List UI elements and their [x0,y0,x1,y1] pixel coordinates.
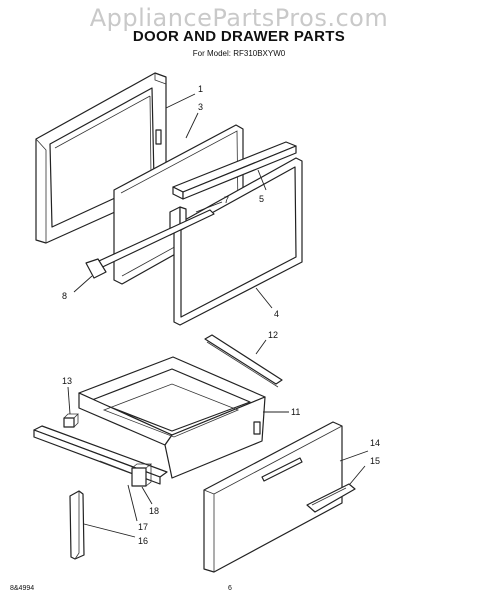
callout-11: 11 [291,407,300,417]
diagram-code: 8&4994 [10,585,35,592]
callout-13: 13 [62,376,72,386]
leader-lines [67,93,369,538]
callout-5: 5 [259,194,264,204]
page-title: DOOR AND DRAWER PARTS [132,28,346,45]
callout-3: 3 [198,102,203,112]
drawer-side-slide [33,425,168,485]
end-cap [69,490,85,560]
page-number: 6 [228,585,232,592]
drawer-roller [63,413,79,428]
door-top-trim [172,141,297,200]
drawer-pan [78,356,266,479]
callout-8: 8 [62,291,67,301]
callout-17: 17 [138,522,148,532]
callout-1: 1 [198,84,203,94]
model-subtitle: For Model: RF310BXYW0 [192,49,286,58]
callout-15: 15 [370,456,380,466]
door-handle [85,209,215,279]
callout-18: 18 [149,506,159,516]
drawer-rail [204,334,283,388]
drawer-front-panel [203,421,343,573]
drawer-handle [306,483,356,513]
callout-12: 12 [268,330,278,340]
watermark: AppliancePartsPros.com [89,4,389,32]
callout-4: 4 [274,309,279,319]
callout-7: 7 [224,195,229,205]
callout-16: 16 [138,536,148,546]
callout-numbers: 1 3 5 7 8 4 12 13 11 14 15 18 17 16 [62,84,380,546]
door-liner-frame [173,157,303,326]
drawer-guide [131,463,153,487]
callout-14: 14 [370,438,380,448]
